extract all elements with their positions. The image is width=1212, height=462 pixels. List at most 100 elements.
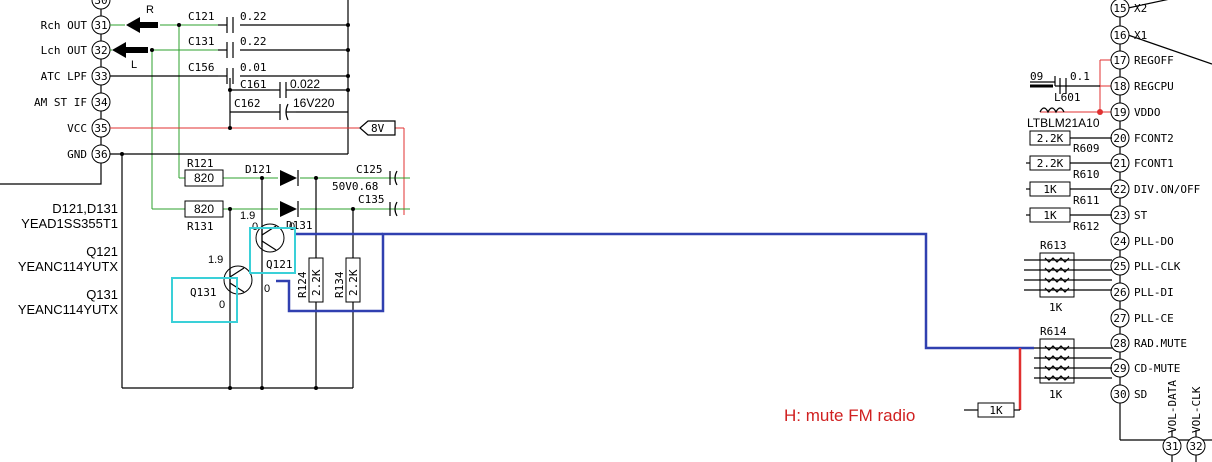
cap-label: C135: [358, 193, 385, 206]
cap-label: C156: [188, 61, 215, 74]
left-ic-pin-33: 33 ATC LPF: [41, 66, 111, 86]
res-r134: 2.2K R134: [333, 257, 361, 303]
transistor-label: Q121: [266, 258, 293, 271]
transistor-q121: Q121: [255, 223, 293, 271]
cap-c156: C156 0.01: [188, 61, 267, 84]
pin-number: 19: [1113, 106, 1126, 119]
res-label: R614: [1040, 325, 1067, 338]
pin-label: PLL-CE: [1134, 312, 1174, 325]
res-value: 2.2K: [347, 269, 360, 296]
cap-c121: C121 0.22: [188, 10, 267, 33]
pin-label: VDDO: [1134, 106, 1161, 119]
voltage-label: 1.9: [208, 254, 223, 266]
cap-c131: C131 0.22: [188, 35, 267, 58]
pin-number: 35: [94, 122, 107, 135]
res-r608: 2.2K: [1029, 130, 1112, 146]
pin-label: GND: [67, 148, 87, 161]
pin-label: Rch OUT: [41, 19, 88, 32]
parts-list: D121,D131 YEAD1SS355T1 Q121 YEANC114YUTX…: [18, 201, 119, 317]
pin-number: 16: [1113, 29, 1126, 42]
right-ic-pin-19: 19 VDDO: [1110, 102, 1161, 122]
mute-control-wire: [276, 232, 1034, 350]
cap-c125: C125 50V0.68: [332, 163, 398, 193]
cap-value: 0.1: [1070, 70, 1090, 83]
pin-number: 34: [94, 96, 108, 109]
pin-number: 24: [1113, 235, 1127, 248]
mute-resistor: 1K: [964, 348, 1022, 418]
r-arrow: R: [126, 4, 158, 33]
res-value: 1K: [1049, 388, 1063, 401]
bottom-pins: 31 VOL-DATA 32 VOL-CLK: [1120, 380, 1212, 462]
pin-number: 33: [94, 70, 107, 83]
diode-d121: D121: [245, 163, 299, 186]
res-r121: 820 R121: [184, 157, 224, 187]
pin-number: 22: [1113, 183, 1126, 196]
pin-number: 27: [1113, 312, 1126, 325]
pin-label: SD: [1134, 388, 1147, 401]
l-arrow: L: [112, 42, 148, 71]
left-ic-pin-30: 30: [91, 0, 111, 10]
res-r612-label: R612: [1073, 220, 1100, 233]
l-label: L: [131, 59, 137, 71]
pin-label: PLL-DI: [1134, 286, 1174, 299]
pin-label: FCONT1: [1134, 157, 1174, 170]
pin-number: 36: [94, 148, 107, 161]
cap-value: 0.01: [240, 61, 267, 74]
pin-number: 32: [94, 44, 107, 57]
left-ic-pin-32: 32 Lch OUT: [41, 40, 111, 60]
res-value: 1K: [989, 404, 1003, 417]
cap-value: 16V220: [293, 96, 335, 110]
cap-label: C121: [188, 10, 215, 23]
pin-label: Lch OUT: [41, 44, 88, 57]
right-ic-pin-27: 27 PLL-CE: [1110, 308, 1174, 328]
right-ic-pin-16: 16 X1: [1110, 25, 1147, 45]
right-ic-pin-17: 17 REGOFF: [1110, 50, 1174, 70]
transistor-q131: Q131: [190, 265, 253, 299]
parts-ref: D121,D131: [52, 201, 118, 216]
mute-annotation: H: mute FM radio: [784, 406, 915, 425]
pin-number: 15: [1113, 2, 1126, 15]
q131-highlight-box: [171, 277, 238, 323]
inductor-part: LTBLM21A10: [1027, 116, 1100, 130]
transistor-label: Q131: [190, 286, 217, 299]
pin-number: 21: [1113, 157, 1126, 170]
pin-label: ST: [1134, 209, 1148, 222]
pin-number: 31: [1165, 440, 1178, 453]
cap-value: 0.22: [240, 10, 267, 23]
left-ic-body: [0, 0, 102, 185]
cap-label: C161: [240, 78, 267, 91]
left-ic-pin-31: 31 Rch OUT: [41, 15, 111, 35]
pin-label: VCC: [67, 122, 87, 135]
pin-number: 29: [1113, 362, 1126, 375]
pin-label: ATC LPF: [41, 70, 87, 83]
pin-number: 32: [1189, 440, 1202, 453]
res-r124: 2.2K R124: [296, 257, 324, 303]
supply-8v: 8V: [359, 120, 396, 136]
parts-number: YEANC114YUTX: [18, 302, 119, 317]
pin-number: 25: [1113, 260, 1126, 273]
pin-number: 17: [1113, 54, 1126, 67]
res-r609: 2.2K R609: [1026, 142, 1112, 171]
pin-label: FCONT2: [1134, 132, 1174, 145]
res-label: R131: [187, 220, 214, 233]
res-array-r613: R613 1K: [1024, 239, 1112, 314]
res-value: 2.2K: [310, 269, 323, 296]
cap-c162: C162 16V220: [234, 96, 335, 121]
pin-label: RAD.MUTE: [1134, 337, 1187, 350]
res-value: 820: [194, 202, 214, 216]
pin-label: X1: [1134, 29, 1147, 42]
cap-value: 50V0.68: [332, 180, 378, 193]
left-ic-pin-36: 36 GND: [67, 144, 111, 164]
res-r131: 820 R131: [184, 200, 224, 233]
pin-label: REGOFF: [1134, 54, 1174, 67]
junctions-left: [120, 23, 355, 390]
cap-label: C162: [234, 97, 261, 110]
